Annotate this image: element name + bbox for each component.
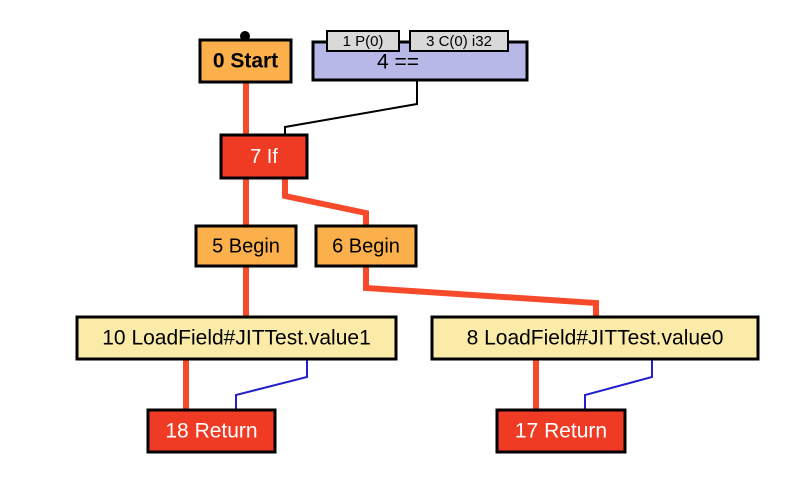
port-p0[interactable]: 1 P(0) xyxy=(326,30,400,52)
node-begin-6[interactable]: 6 Begin xyxy=(314,224,418,268)
port-p0-label: 1 P(0) xyxy=(343,33,384,50)
edge-layer xyxy=(183,80,653,410)
edge-if-to-begin-6 xyxy=(282,178,369,226)
port-c0-i32-box xyxy=(409,30,509,52)
edge-begin-6-to-loadfield-value0 xyxy=(363,266,599,317)
node-begin-6-box xyxy=(314,224,418,268)
node-start-label: 0 Start xyxy=(213,50,278,73)
node-layer: 0 Start 4 == 7 If 5 Begin 6 Begin 10 LoadFiel… xyxy=(75,38,760,454)
decoration-layer xyxy=(240,31,250,41)
port-layer: 1 P(0) 3 C(0) i32 xyxy=(326,30,509,52)
node-loadfield-value1-label: 10 LoadField#JITTest.value1 xyxy=(102,327,371,350)
node-return-18-label: 18 Return xyxy=(165,420,257,443)
port-p0-box xyxy=(326,30,400,52)
node-begin-6-label: 6 Begin xyxy=(332,235,400,257)
node-loadfield-value1-box xyxy=(75,315,398,361)
node-if[interactable]: 7 If xyxy=(219,133,309,180)
node-loadfield-value0-box xyxy=(430,315,760,361)
start-node-anchor-dot xyxy=(240,31,250,41)
node-return-17-box xyxy=(495,408,627,454)
edge-compare-to-if xyxy=(284,80,418,135)
edge-loadfield-value0-to-return-17-data xyxy=(584,359,653,410)
edge-loadfield-value1-to-return-18-data xyxy=(235,359,308,410)
node-return-18[interactable]: 18 Return xyxy=(146,408,277,454)
node-begin-5[interactable]: 5 Begin xyxy=(194,224,298,268)
node-return-17-label: 17 Return xyxy=(515,420,607,443)
node-loadfield-value1[interactable]: 10 LoadField#JITTest.value1 xyxy=(75,315,398,361)
node-start[interactable]: 0 Start xyxy=(198,38,293,84)
node-loadfield-value0-label: 8 LoadField#JITTest.value0 xyxy=(467,327,724,350)
node-compare-eq-label: 4 == xyxy=(377,51,419,74)
node-loadfield-value0[interactable]: 8 LoadField#JITTest.value0 xyxy=(430,315,760,361)
node-if-box xyxy=(219,133,309,180)
node-begin-5-box xyxy=(194,224,298,268)
node-if-label: 7 If xyxy=(250,146,278,168)
node-begin-5-label: 5 Begin xyxy=(212,235,280,257)
port-c0-i32-label: 3 C(0) i32 xyxy=(426,33,492,50)
port-c0-i32[interactable]: 3 C(0) i32 xyxy=(409,30,509,52)
node-return-18-box xyxy=(146,408,277,454)
node-return-17[interactable]: 17 Return xyxy=(495,408,627,454)
